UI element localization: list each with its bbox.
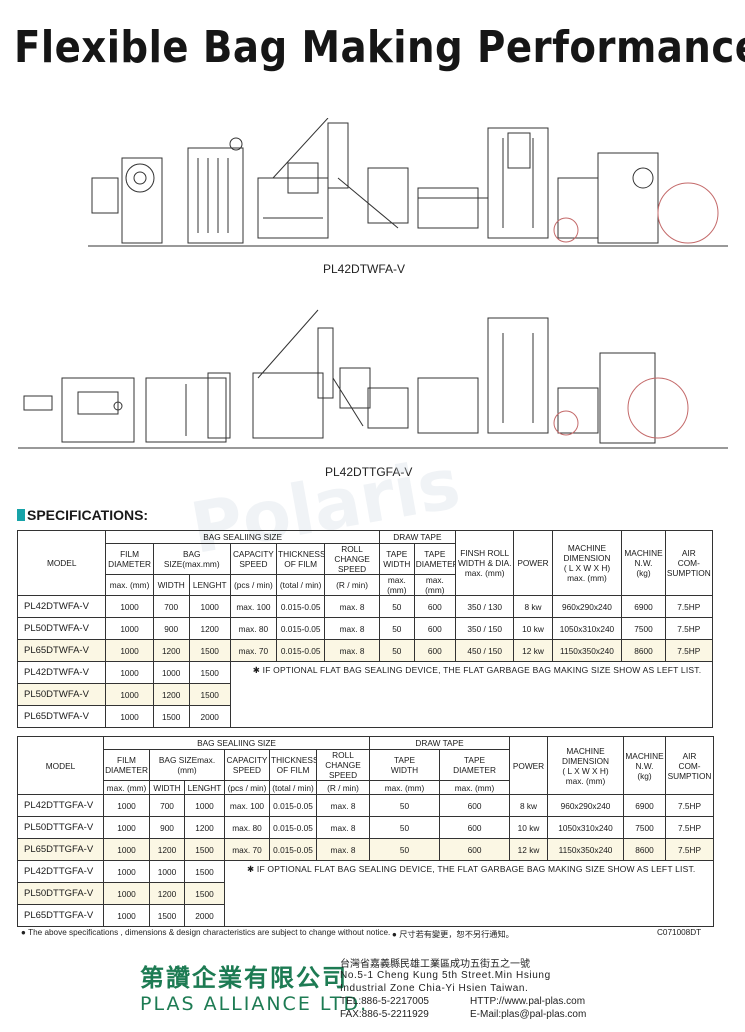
flat-row: PL65DTWFA-V 1000 1500 2000 xyxy=(16,705,713,728)
specifications-heading: SPECIFICATIONS: xyxy=(17,507,148,523)
flat-row: PL65DTTGFA-V 1000 1500 2000 xyxy=(17,904,714,927)
footnote-en: ● The above specifications , dimensions … xyxy=(21,928,391,937)
unit-length: LENGHT xyxy=(188,574,231,596)
unit-width: WIDTH xyxy=(149,780,185,795)
spec-table-drawtape-wfa: MODEL BAG SEALIING SIZE DRAW TAPE FINSH … xyxy=(16,530,714,728)
header-draw-tape: DRAW TAPE xyxy=(378,530,456,544)
header-bag-sealing-size: BAG SEALIING SIZE xyxy=(102,736,371,750)
table-row: PL42DTTGFA-V 1000 700 1000 max. 100 0.01… xyxy=(17,794,715,817)
unit-thickness: (total / min) xyxy=(276,574,326,596)
company-logo-cn: 第讚企業有限公司 xyxy=(140,964,348,992)
unit-thickness: (total / min) xyxy=(269,780,317,795)
header-model: MODEL xyxy=(16,530,107,596)
page-title: Flexible Bag Making Performance xyxy=(14,22,745,73)
header-power: POWER xyxy=(513,530,553,596)
flat-bag-note: ✱ IF OPTIONAL FLAT BAG SEALING DEVICE, T… xyxy=(229,661,714,728)
machine-caption-top: PL42DTWFA-V xyxy=(323,262,406,276)
spec-table-drawtape-tgfa: MODEL BAG SEALIING SIZE DRAW TAPE POWER … xyxy=(17,736,715,927)
flat-row: PL50DTTGFA-V 1000 1200 1500 xyxy=(17,882,714,905)
company-logo-en: PLAS ALLIANCE LTD. xyxy=(140,993,369,1015)
website-link[interactable]: HTTP://www.pal-plas.com xyxy=(470,996,586,1007)
flat-row: PL42DTTGFA-V 1000 1000 1500 ✱ IF OPTIONA… xyxy=(17,860,715,927)
fax: FAX:886-5-2211929 xyxy=(340,1009,429,1020)
address-en-line2: Industrial Zone Chia-Yi Hsien Taiwan. xyxy=(340,983,529,994)
unit-tape-width: max. (mm) xyxy=(378,574,415,596)
table-row: PL65DTTGFA-V 1000 1200 1500 max. 70 0.01… xyxy=(17,838,715,861)
table-row: PL42DTWFA-V 1000 700 1000 max. 100 0.015… xyxy=(16,595,714,618)
document-code: C071008DT xyxy=(657,928,702,937)
unit-film: max. (mm) xyxy=(103,780,150,795)
header-bag-sealing-size: BAG SEALIING SIZE xyxy=(105,530,380,544)
address-cn: 台灣省嘉義縣民雄工業區成功五街五之一號 xyxy=(340,959,530,970)
flat-row: PL42DTWFA-V 1000 1000 1500 ✱ IF OPTIONAL… xyxy=(16,661,714,728)
email-link[interactable]: E-Mail:plas@pal-plas.com xyxy=(470,1009,587,1020)
header-power: POWER xyxy=(509,736,549,795)
header-bag-size: BAG SIZE(max.mm) xyxy=(152,543,231,575)
address-en-line1: No.5-1 Cheng Kung 5th Street.Min Hsiung xyxy=(340,970,551,981)
unit-tape-diameter: max. (mm) xyxy=(439,780,511,795)
machine-caption-bottom: PL42DTTGFA-V xyxy=(325,465,413,479)
header-draw-tape: DRAW TAPE xyxy=(369,736,511,750)
unit-film: max. (mm) xyxy=(105,574,154,596)
unit-length: LENGHT xyxy=(184,780,225,795)
unit-tape-diameter: max. (mm) xyxy=(413,574,456,596)
table-row: PL50DTWFA-V 1000 900 1200 max. 80 0.015-… xyxy=(16,617,714,640)
tel: TEL:886-5-2217005 xyxy=(340,996,429,1007)
table-row: PL50DTTGFA-V 1000 900 1200 max. 80 0.015… xyxy=(17,816,715,839)
unit-tape-width: max. (mm) xyxy=(369,780,441,795)
table-row: PL65DTWFA-V 1000 1200 1500 max. 70 0.015… xyxy=(16,639,714,662)
unit-width: WIDTH xyxy=(152,574,190,596)
unit-roll: (R / min) xyxy=(315,780,371,795)
unit-capacity: (pcs / min) xyxy=(224,780,270,795)
header-bag-size: BAG SIZEmax. (mm) xyxy=(149,749,225,781)
header-model: MODEL xyxy=(17,736,104,795)
machine-illustration-top xyxy=(88,118,728,247)
heading-marker xyxy=(17,509,25,521)
flat-bag-note: ✱ IF OPTIONAL FLAT BAG SEALING DEVICE, T… xyxy=(223,860,715,927)
machine-illustration-bottom xyxy=(18,309,728,449)
unit-capacity: (pcs / min) xyxy=(229,574,278,596)
footnote-cn: ● 尺寸若有變更，恕不另行通知。 xyxy=(392,930,514,939)
unit-roll: (R / min) xyxy=(324,574,380,596)
